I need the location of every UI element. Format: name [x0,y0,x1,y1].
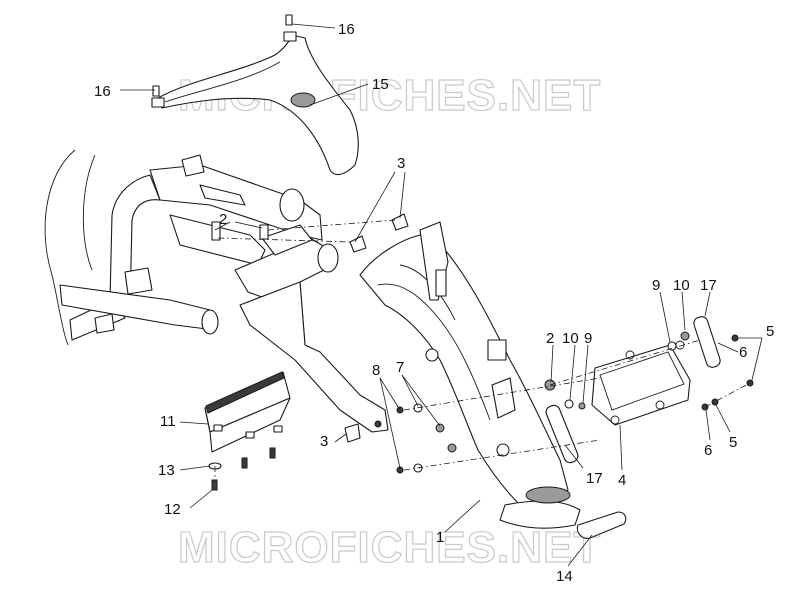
callout-15: 15 [372,76,389,93]
watermark-bottom: MICROFICHES.NET [178,523,601,572]
callout-6-bottom: 6 [704,442,712,459]
callout-6-right: 6 [739,344,747,361]
callout-4: 4 [618,472,626,489]
callout-9-center: 9 [584,330,592,347]
callout-16-top: 16 [338,21,355,38]
part-14-rear-reflector [576,511,627,539]
part-11-mud-flap [204,371,291,453]
callout-8: 8 [372,362,380,379]
callout-1: 1 [436,529,444,546]
callout-3-bottom: 3 [320,433,328,450]
callout-5-bottom: 5 [729,434,737,451]
part-4-plate-holder [591,340,691,426]
callout-10-right: 10 [673,277,690,294]
part-1-rear-mudguard [359,221,581,529]
callout-14: 14 [556,568,573,585]
callout-12: 12 [164,501,181,518]
callout-7: 7 [396,359,404,376]
callout-16-left: 16 [94,83,111,100]
callout-10-center: 10 [562,330,579,347]
callout-5-right: 5 [766,323,774,340]
callout-3-top: 3 [397,155,405,172]
part-17-reflector-right [693,316,721,368]
callout-17-right: 17 [700,277,717,294]
callout-labels: 16 16 15 3 2 9 10 17 5 6 2 10 9 8 7 11 3… [94,21,774,585]
assembly-axes [214,219,751,480]
part-17-reflector-center [545,404,579,464]
callout-2-center: 2 [546,330,554,347]
callout-2-left: 2 [219,211,227,228]
callout-17-bottom: 17 [586,470,603,487]
callout-11: 11 [160,413,176,430]
callout-9-right: 9 [652,277,660,294]
callout-13: 13 [158,462,175,479]
leader-lines [120,23,763,567]
part-15-upper-cover [151,31,359,176]
